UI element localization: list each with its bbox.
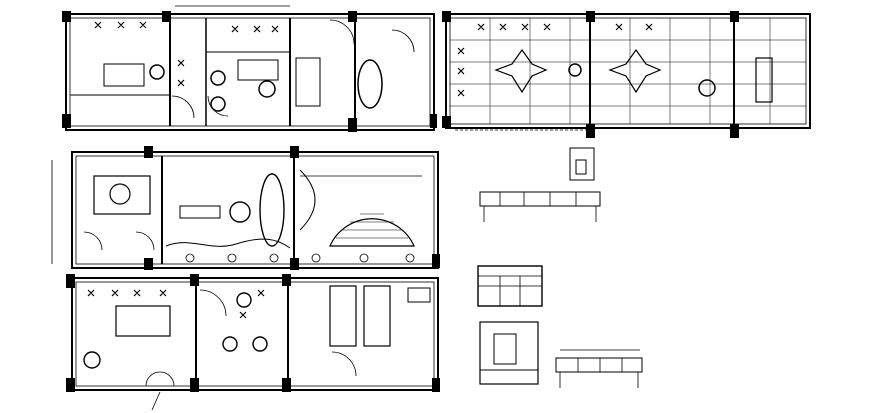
door-arc-icon xyxy=(199,289,227,317)
hatched-circle-icon xyxy=(258,80,276,98)
hatched-circle-icon xyxy=(222,336,238,352)
hatched-circle-icon xyxy=(252,336,268,352)
hatched-circle-icon xyxy=(149,64,165,80)
detail-chair-row-bottom xyxy=(555,349,643,388)
plan-bottom-left xyxy=(66,274,440,411)
fan-stage-icon xyxy=(329,218,415,247)
detail-chair-row-top xyxy=(479,147,601,222)
four-arm-star-icon xyxy=(457,23,653,97)
door-arc-icon xyxy=(83,231,103,251)
plan-middle-left xyxy=(51,146,440,270)
plan-top-left xyxy=(62,5,437,132)
hatched-circle-icon xyxy=(109,183,131,205)
hatched-oval-icon xyxy=(357,59,383,109)
detail-grid-unit xyxy=(477,265,543,307)
hatched-circle-icon xyxy=(210,70,226,86)
hatched-circle-icon xyxy=(83,351,101,369)
four-arm-star-icon xyxy=(87,289,265,319)
door-arc-icon xyxy=(171,95,195,119)
hatched-circle-icon xyxy=(698,79,716,97)
door-arc-icon xyxy=(331,351,357,377)
door-arc-icon xyxy=(145,371,175,387)
detail-desk-elevation xyxy=(479,321,539,385)
door-arc-icon xyxy=(391,29,415,53)
hatched-circle-icon xyxy=(210,96,226,112)
four-arm-star-icon xyxy=(94,21,279,87)
hatched-circle-icon xyxy=(568,63,582,77)
hatched-circle-icon xyxy=(236,292,252,308)
hatched-star-table-icon xyxy=(494,48,662,94)
plan-top-right xyxy=(442,11,811,138)
door-arc-icon xyxy=(329,19,355,45)
door-arc-icon xyxy=(135,231,155,251)
